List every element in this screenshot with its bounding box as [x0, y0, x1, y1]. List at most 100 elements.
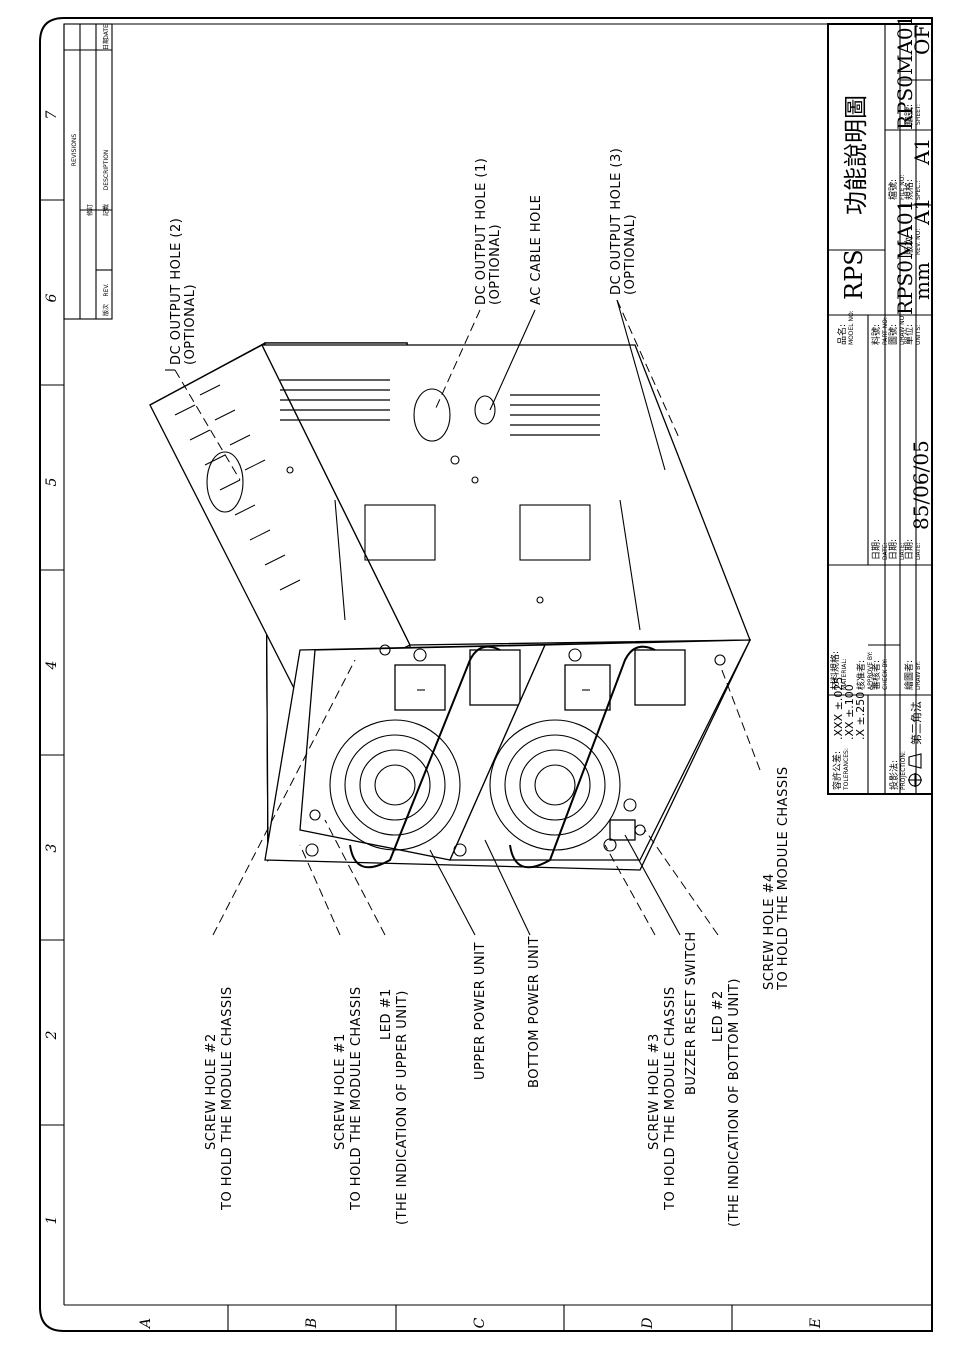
- callout-ac-cable-hole: AC CABLE HOLE: [529, 195, 544, 305]
- callout-led-2: LED #2: [711, 990, 726, 1042]
- units-label-cn: 單位:: [903, 324, 915, 345]
- screw-hole-1: [305, 843, 319, 857]
- zone-row-e: E: [808, 1318, 824, 1329]
- spec-label-cn: 規格:: [903, 179, 915, 200]
- callout-screw-2: SCREW HOLE #2: [204, 1033, 219, 1150]
- callout-led-2-note: (THE INDICATION OF BOTTOM UNIT): [727, 978, 742, 1227]
- projection-label-en: PROJECTION:: [900, 751, 907, 790]
- callout-screw-1: SCREW HOLE #1: [333, 1033, 348, 1150]
- callout-led-1-note: (THE INDICATION OF UPPER UNIT): [395, 990, 410, 1225]
- title-block: 容許公差: TOLERANCES: .XXX ±.025 .XX ±.100 .…: [827, 15, 934, 795]
- tolerance-row-1: .XXX ±.025: [832, 677, 845, 740]
- zone-col-1: 1: [44, 1216, 60, 1225]
- callout-bottom-power-unit: BOTTOM POWER UNIT: [527, 936, 542, 1088]
- callout-dc-output-3-note: (OPTIONAL): [623, 214, 638, 295]
- rev-col-rev: REV.: [103, 283, 110, 296]
- screw-hole-2: [379, 644, 391, 656]
- tolerances-label-en: TOLERANCES:: [843, 748, 850, 791]
- model-label-en: MODEL NO:: [848, 310, 855, 345]
- check-label-en: CHECK BY:: [882, 659, 889, 690]
- bottom-power-switch: [564, 664, 611, 711]
- callout-screw-1-note: TO HOLD THE MODULE CHASSIS: [349, 986, 364, 1211]
- ac-cable-hole: [474, 395, 496, 425]
- callout-screw-3-note: TO HOLD THE MODULE CHASSIS: [663, 986, 678, 1211]
- upper-handle: [349, 645, 501, 869]
- part-label-en: PART NO:: [882, 317, 889, 345]
- bottom-handle: [509, 645, 656, 869]
- draw-by-label-cn: 繪圖者:: [903, 660, 915, 690]
- bottom-fan-guard: [489, 719, 621, 851]
- model-label-cn: 品名:: [836, 324, 848, 345]
- callout-screw-4: SCREW HOLE #4: [762, 873, 777, 990]
- drawing-title: 功能說明圖: [842, 95, 870, 215]
- callout-dc-output-2: DC OUTPUT HOLE (2): [169, 218, 184, 365]
- top-vent-slots: [174, 384, 301, 591]
- rev-label-en: REV. NO:: [915, 229, 922, 255]
- units-value: mm: [910, 262, 934, 300]
- dc-output-hole-1: [413, 388, 451, 442]
- rev-label-cn: 版次:: [903, 234, 915, 255]
- dc-output-hole-2: [206, 451, 244, 513]
- bottom-power-unit: I: [449, 639, 752, 869]
- rps-chassis-drawing: I I: [149, 341, 752, 871]
- upper-switch-mark: I: [415, 688, 428, 691]
- sheet-value: OF: [910, 25, 934, 55]
- date-label-cn-2: 日期:: [888, 539, 899, 560]
- material-label-en: MATERIAL:: [841, 658, 848, 690]
- rev-col-rev-cn: 版次: [102, 304, 110, 316]
- tolerance-row-2: .XX ±.100: [843, 684, 856, 740]
- upper-led: [309, 809, 321, 821]
- side-vent-slots: [280, 379, 600, 436]
- zone-row-c: C: [472, 1317, 488, 1328]
- draw-no-label-en: DRAW NO:: [899, 314, 906, 345]
- zone-col-5: 5: [44, 477, 60, 486]
- zone-row-b: B: [304, 1318, 320, 1329]
- approve-label-en: APPROVE BY:: [867, 651, 874, 690]
- callout-labels: DC OUTPUT HOLE (2) (OPTIONAL) DC OUTPUT …: [169, 148, 791, 1227]
- chassis-screws: [286, 455, 726, 857]
- rev-value: A1: [910, 198, 934, 226]
- callout-dc-output-1-note: (OPTIONAL): [488, 224, 503, 305]
- leader-lines: [165, 299, 761, 936]
- bottom-switch-mark: I: [580, 688, 593, 691]
- date-label-en-2: DATE:: [899, 542, 906, 560]
- sheet-label-en: SHEET:: [915, 104, 922, 125]
- callout-dc-output-3: DC OUTPUT HOLE (3): [609, 148, 624, 295]
- draw-no-value: RPS0MA01: [893, 200, 917, 315]
- file-label-cn: 檔號:: [887, 179, 899, 200]
- material-label-cn: 材料規格:: [829, 651, 841, 690]
- callout-screw-2-note: TO HOLD THE MODULE CHASSIS: [220, 986, 235, 1211]
- units-label-en: UNITS:: [915, 325, 922, 345]
- callout-screw-4-note: TO HOLD THE MODULE CHASSIS: [776, 766, 791, 991]
- date-label-en-3: DATE:: [915, 542, 922, 560]
- date-label-cn-1: 日期:: [871, 539, 882, 560]
- third-angle-projection-icon: [908, 753, 922, 787]
- zone-col-2: 2: [44, 1030, 60, 1040]
- rev-col-date: DATE: [103, 24, 110, 40]
- date-label-cn-3: 日期:: [904, 539, 915, 560]
- callout-buzzer-reset-switch: BUZZER RESET SWITCH: [684, 931, 699, 1095]
- row-zone-labels: A B C D E: [138, 1317, 824, 1330]
- upper-power-switch: [394, 664, 446, 711]
- rev-col-mod-cn: 修訂: [86, 204, 94, 216]
- side-recess-upper: [364, 504, 436, 561]
- rev-col-desc: DESCRIPTION: [103, 150, 110, 191]
- model-value: RPS: [840, 249, 868, 300]
- bottom-ac-inlet: [634, 649, 686, 706]
- part-label-cn: 料號:: [870, 324, 882, 345]
- callout-screw-3: SCREW HOLE #3: [647, 1033, 662, 1150]
- callout-led-1: LED #1: [379, 988, 394, 1040]
- revision-table: REVISIONS 修訂 記載 DESCRIPTION 版次 REV. 日期 D…: [63, 23, 113, 320]
- projection-value: 第三角法: [909, 701, 923, 745]
- callout-upper-power-unit: UPPER POWER UNIT: [473, 942, 488, 1080]
- upper-ac-inlet: [469, 649, 521, 706]
- approve-label-cn: 核准者:: [855, 660, 867, 690]
- zone-col-7: 7: [44, 110, 60, 119]
- sheet-label-cn: 編號:: [903, 104, 915, 125]
- zone-col-3: 3: [44, 843, 60, 852]
- date-value: 85/06/05: [909, 440, 933, 530]
- side-recess-lower: [519, 504, 591, 561]
- draw-by-label-en: DRAW BY:: [915, 661, 922, 690]
- tolerances-label-cn: 容許公差:: [831, 751, 843, 790]
